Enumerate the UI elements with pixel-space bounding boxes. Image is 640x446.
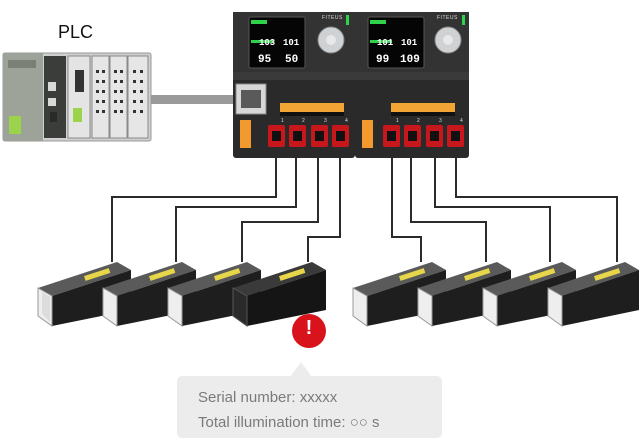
connectors-1 — [268, 125, 349, 147]
controller-2-ch3-label: 3 — [439, 118, 442, 124]
controller-1-ch4-label: 4 — [345, 118, 348, 124]
light-unit-8 — [547, 262, 639, 327]
illumination-time-text: Total illumination time: ○○ s — [198, 414, 380, 431]
controller-2-lcd-d: 109 — [400, 54, 420, 66]
controller-1-ch2-label: 2 — [302, 118, 305, 124]
controller-2-ch1-label: 1 — [396, 118, 399, 124]
controller-1-brand: FITEUS — [322, 15, 343, 21]
controller-2-lcd-c: 99 — [376, 54, 390, 66]
info-bubble-tail — [290, 362, 312, 377]
controller-2-ch4-label: 4 — [460, 118, 463, 124]
controller-1-ch1-label: 1 — [281, 118, 284, 124]
plc-label: PLC — [58, 22, 94, 42]
controller-1-lcd-c: 95 — [258, 54, 272, 66]
controller-2-lcd-a: 101 — [377, 38, 394, 48]
connectors-2 — [383, 125, 464, 147]
alert-icon — [292, 314, 326, 348]
controller-1-lcd-b: 101 — [283, 38, 300, 48]
controller-2-ch2-label: 2 — [417, 118, 420, 124]
alert-symbol: ! — [305, 317, 313, 339]
controller-1-lcd-a: 103 — [259, 38, 276, 48]
lan-cable — [150, 95, 238, 104]
info-bubble — [177, 376, 442, 438]
plc-unit — [2, 52, 152, 142]
light-unit-4-faulty — [232, 262, 326, 327]
serial-number-text: Serial number: xxxxx — [198, 389, 338, 406]
cables-left — [111, 148, 341, 262]
controller-2-lcd-b: 101 — [401, 38, 418, 48]
controller-1 — [233, 12, 355, 158]
controller-2-brand: FITEUS — [437, 15, 458, 21]
controller-2 — [355, 12, 469, 158]
controller-1-lcd-d: 50 — [285, 54, 299, 66]
cables-right — [391, 148, 618, 262]
controller-1-ch3-label: 3 — [324, 118, 327, 124]
